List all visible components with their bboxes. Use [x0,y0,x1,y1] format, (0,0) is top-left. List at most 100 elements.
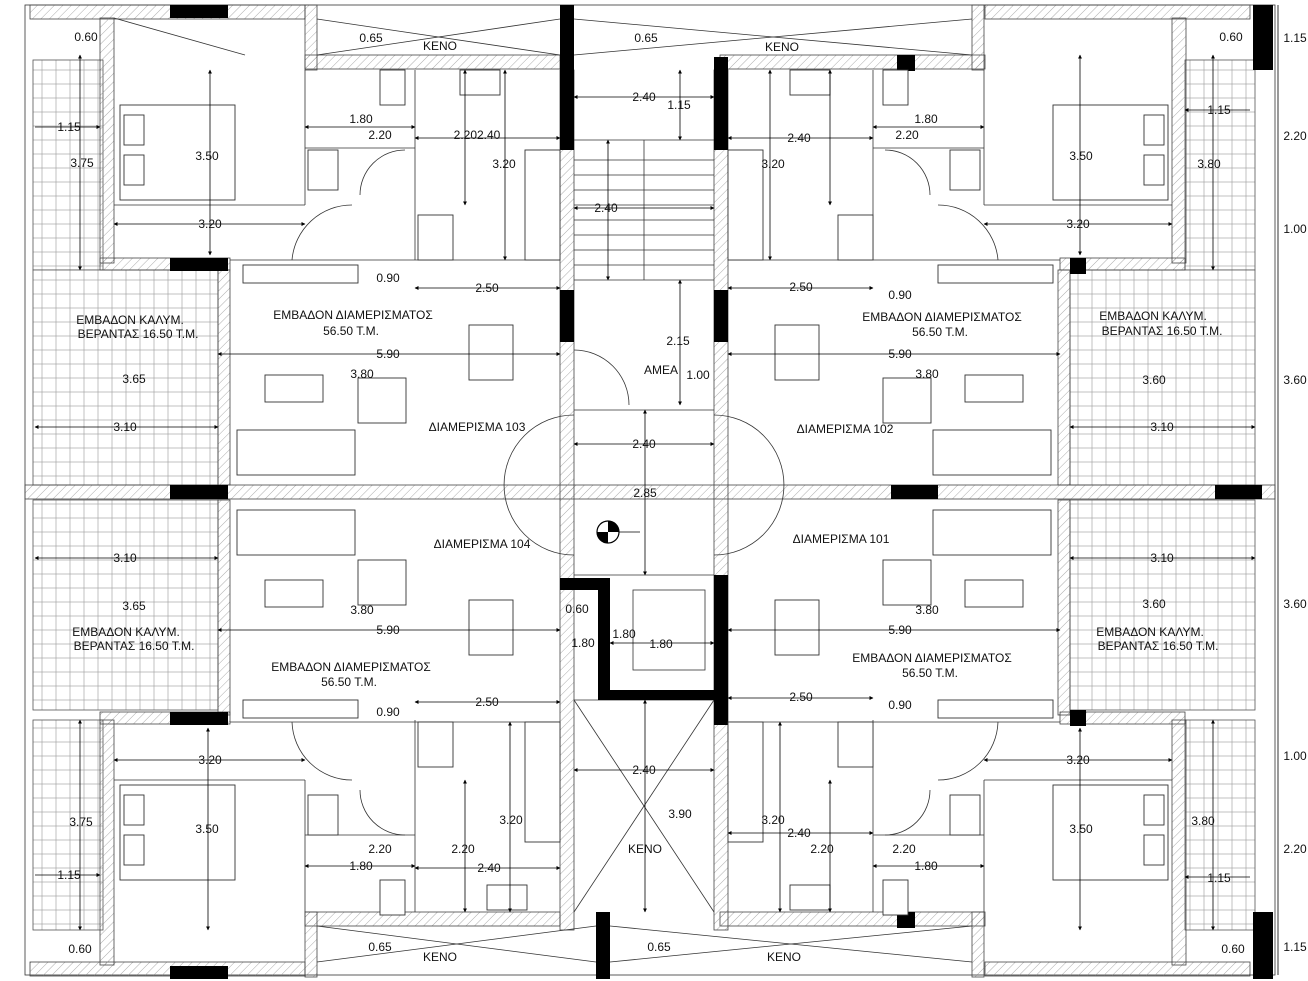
svg-text:3.50: 3.50 [195,822,219,836]
wall-v-void-lb [304,911,318,978]
svg-text:3.50: 3.50 [1069,822,1093,836]
area-104-line2: 56.50 Τ.Μ. [321,675,377,689]
svg-text:0.60: 0.60 [74,30,98,44]
svg-text:3.60: 3.60 [1142,373,1166,387]
svg-text:3.80: 3.80 [350,367,374,381]
area-101-line1: ΕΜΒΑΔΟΝ ΔΙΑΜΕΡΙΣΜΑΤΟΣ [852,651,1012,665]
wall-top-left [29,4,306,20]
svg-text:3.80: 3.80 [1191,814,1215,828]
svg-text:1.80: 1.80 [914,859,938,873]
apartment-103-label: ΔΙΑΜΕΡΙΣΜΑ 103 [429,420,526,434]
svg-text:1.80: 1.80 [349,859,373,873]
svg-text:3.10: 3.10 [1150,420,1174,434]
svg-text:2.20: 2.20 [810,842,834,856]
veranda-tr-line2: ΒΕΡΑΝΤΑΣ 16.50 Τ.Μ. [1102,324,1223,338]
beds [119,104,1169,881]
svg-text:0.65: 0.65 [634,31,658,45]
svg-text:3.10: 3.10 [1150,551,1174,565]
svg-text:2.20: 2.20 [892,842,916,856]
area-103-line2: 56.50 Τ.Μ. [323,324,379,338]
area-104-line1: ΕΜΒΑΔΟΝ ΔΙΑΜΕΡΙΣΜΑΤΟΣ [271,660,431,674]
svg-text:3.80: 3.80 [350,603,374,617]
svg-text:3.75: 3.75 [69,815,93,829]
svg-text:0.90: 0.90 [888,698,912,712]
wall-v-right-bath-b [1171,719,1187,966]
svg-text:3.20: 3.20 [492,157,516,171]
veranda-br-line2: ΒΕΡΑΝΤΑΣ 16.50 Τ.Μ. [1098,639,1219,653]
svg-text:1.15: 1.15 [667,98,691,112]
svg-text:1.15: 1.15 [1207,103,1231,117]
svg-text:1.80: 1.80 [914,112,938,126]
veranda-tl-line2: ΒΕΡΑΝΤΑΣ 16.50 Τ.Μ. [78,327,199,341]
wall-bot-void-left [304,911,561,927]
wall-mid [24,484,1276,500]
svg-text:3.20: 3.20 [1066,753,1090,767]
svg-text:1.15: 1.15 [57,868,81,882]
svg-text:3.60: 3.60 [1283,597,1307,611]
stair-treads [574,140,714,280]
wall-v-left-bath-b [99,719,115,966]
wall-top-void-left [304,54,561,70]
svg-text:3.20: 3.20 [761,813,785,827]
veranda-tiles-top-left [32,59,104,271]
svg-text:2.20: 2.20 [1283,842,1307,856]
svg-text:3.75: 3.75 [70,156,94,170]
veranda-bl-line2: ΒΕΡΑΝΤΑΣ 16.50 Τ.Μ. [74,639,195,653]
wall-upper-r [1059,257,1186,271]
wall-top-right [984,4,1251,20]
svg-text:2.50: 2.50 [789,690,813,704]
kitchen-units [417,149,874,843]
veranda-tiles-top-right [1184,59,1256,271]
svg-text:2.40: 2.40 [632,763,656,777]
area-102-line2: 56.50 Τ.Μ. [912,325,968,339]
void-cross-marks [113,17,973,963]
veranda-tr-line1: ΕΜΒΑΔΟΝ ΚΑΛΥΜ. [1099,309,1207,323]
svg-text:5.90: 5.90 [376,347,400,361]
svg-text:0.65: 0.65 [368,940,392,954]
area-103-line1: ΕΜΒΑΔΟΝ ΔΙΑΜΕΡΙΣΜΑΤΟΣ [273,308,433,322]
wall-v-bed-left [217,269,231,486]
svg-text:3.60: 3.60 [1283,373,1307,387]
svg-text:3.80: 3.80 [915,367,939,381]
wall-lower-r [1059,711,1186,725]
void-label-core: ΚΕΝΟ [628,842,662,856]
svg-text:3.65: 3.65 [122,372,146,386]
void-label-top-right: ΚΕΝΟ [765,40,799,54]
svg-text:2.50: 2.50 [475,695,499,709]
svg-text:0.60: 0.60 [1221,942,1245,956]
wall-bot-void-right [719,911,986,927]
svg-text:3.10: 3.10 [113,551,137,565]
svg-text:1.15: 1.15 [1283,940,1307,954]
svg-text:0.90: 0.90 [888,288,912,302]
svg-text:0.60: 0.60 [565,602,589,616]
svg-text:2.202.40: 2.202.40 [454,128,501,142]
wall-v-right-bath [1171,17,1187,264]
svg-text:0.90: 0.90 [376,705,400,719]
svg-text:2.40: 2.40 [594,201,618,215]
svg-text:3.50: 3.50 [1069,149,1093,163]
svg-text:3.65: 3.65 [122,599,146,613]
svg-text:3.50: 3.50 [195,149,219,163]
area-101-line2: 56.50 Τ.Μ. [902,666,958,680]
wall-v-void-rb [971,911,985,978]
wall-v-core-right [713,69,729,931]
svg-text:3.80: 3.80 [915,603,939,617]
area-102-line1: ΕΜΒΑΔΟΝ ΔΙΑΜΕΡΙΣΜΑΤΟΣ [862,310,1022,324]
veranda-bl-line1: ΕΜΒΑΔΟΝ ΚΑΛΥΜ. [72,625,180,639]
svg-text:2.85: 2.85 [633,486,657,500]
svg-text:3.10: 3.10 [113,420,137,434]
svg-text:3.80: 3.80 [1197,157,1221,171]
dimension-lines [34,5,1279,975]
side-dimension-chain: 1.15 2.20 1.00 3.60 3.60 1.00 2.20 1.15 [1283,31,1307,954]
svg-text:2.20: 2.20 [451,842,475,856]
apartment-104-label: ΔΙΑΜΕΡΙΣΜΑ 104 [434,537,531,551]
svg-text:1.00: 1.00 [686,368,710,382]
wall-v-bed-left-b [217,499,231,716]
veranda-br-line1: ΕΜΒΑΔΟΝ ΚΑΛΥΜ. [1096,625,1204,639]
svg-text:2.15: 2.15 [666,334,690,348]
svg-text:1.15: 1.15 [57,120,81,134]
wall-v-void-l [304,4,318,71]
apartment-102-label: ΔΙΑΜΕΡΙΣΜΑ 102 [797,422,894,436]
svg-text:2.40: 2.40 [787,131,811,145]
